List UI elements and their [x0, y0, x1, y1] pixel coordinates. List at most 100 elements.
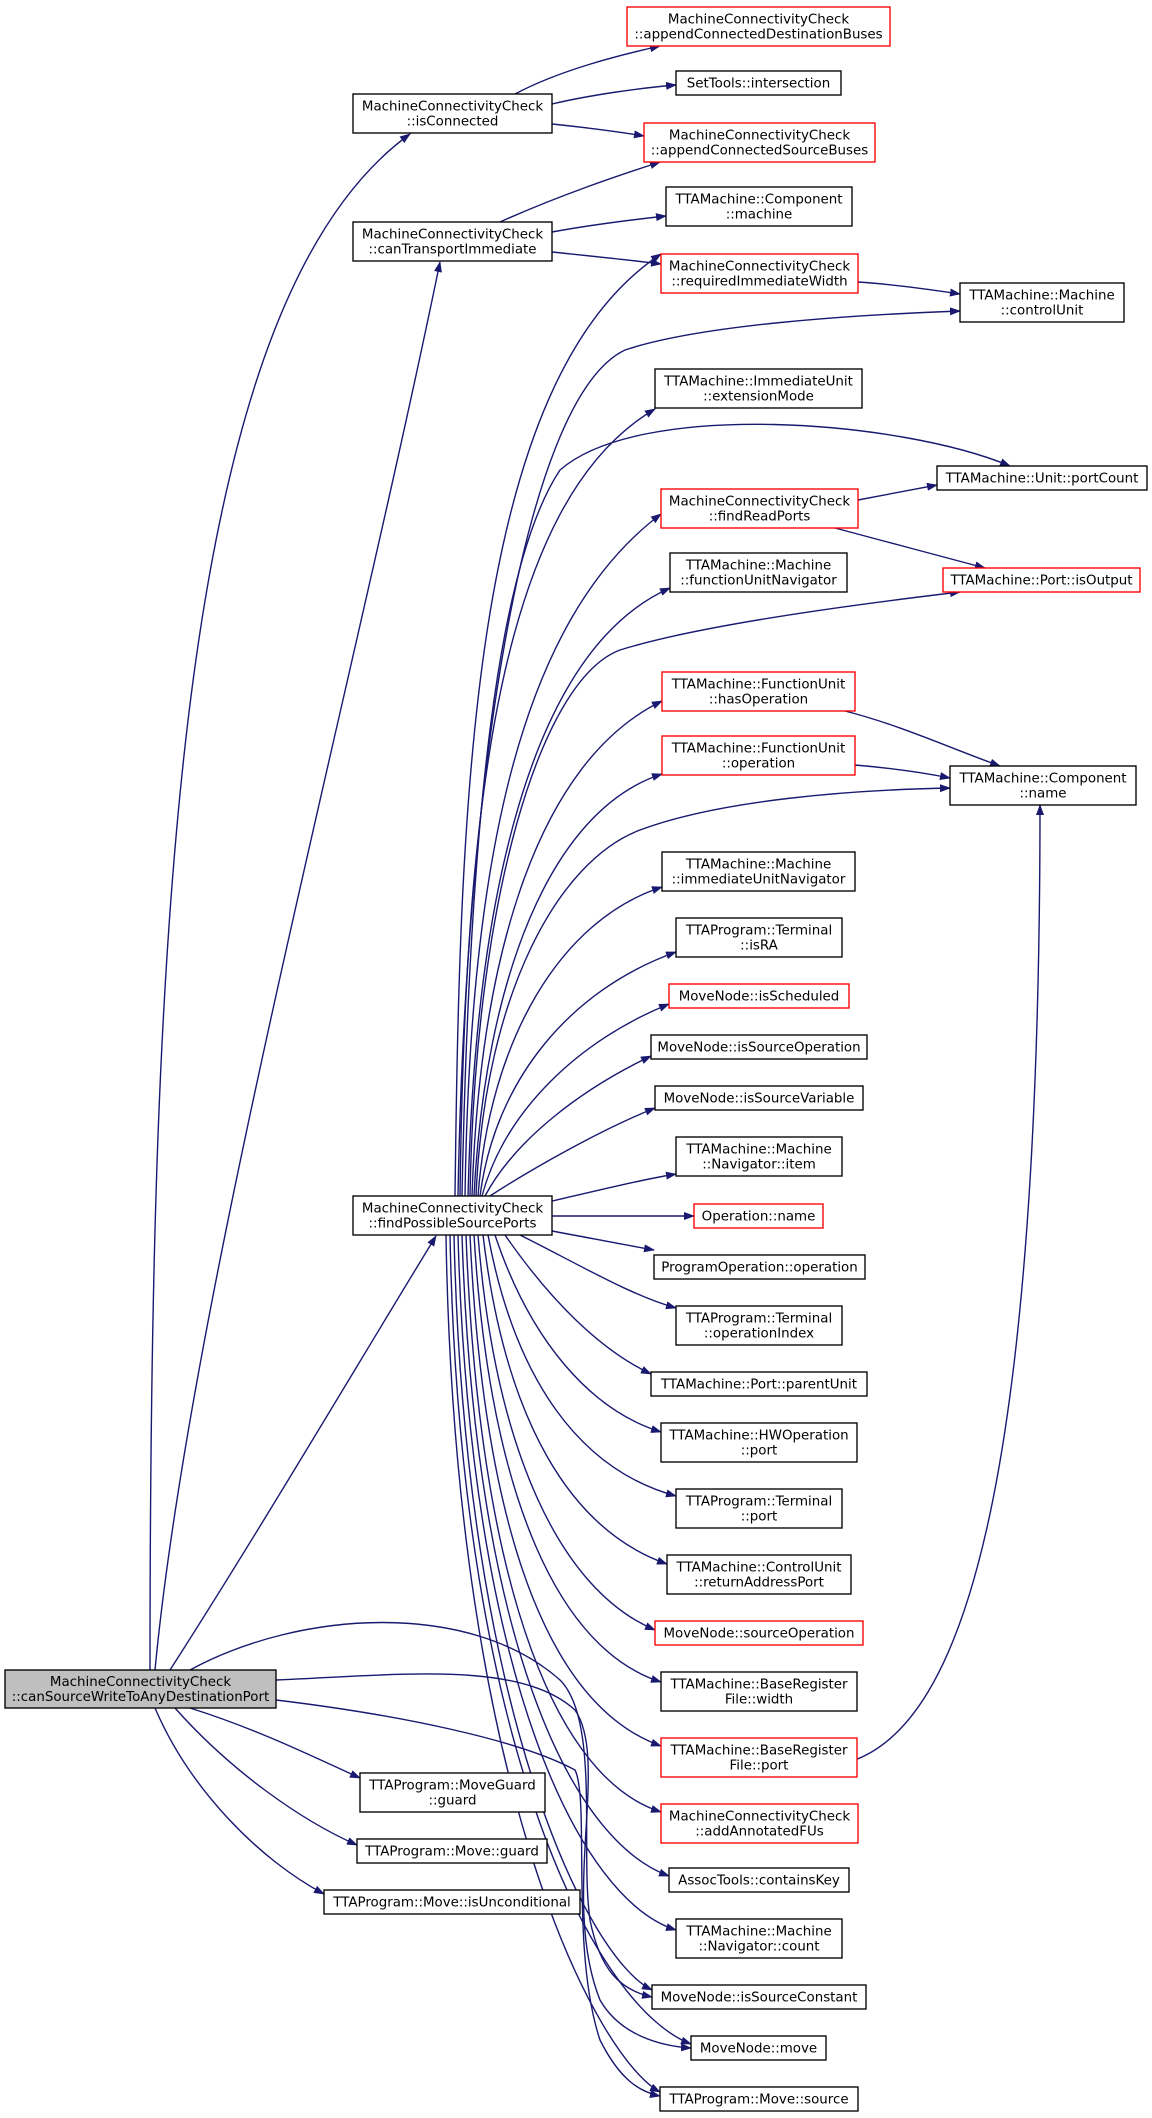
node-moveGuardShort[interactable]: TTAProgram::Move::guard	[356, 1838, 548, 1864]
node-label-line: TTAMachine::Unit::portCount	[945, 472, 1139, 487]
node-parentUnit[interactable]: TTAMachine::Port::parentUnit	[650, 1371, 868, 1397]
node-box	[660, 488, 859, 529]
node-box	[654, 1085, 864, 1111]
node-label-line: MoveNode::isSourceOperation	[657, 1041, 860, 1056]
node-programOperation[interactable]: ProgramOperation::operation	[653, 1254, 866, 1280]
node-returnAddressPort[interactable]: TTAMachine::ControlUnit::returnAddressPo…	[666, 1554, 852, 1595]
node-operationIndex[interactable]: TTAProgram::Terminal::operationIndex	[675, 1305, 843, 1346]
node-label-line: Operation::name	[702, 1210, 816, 1225]
node-addAnnotatedFUs[interactable]: MachineConnectivityCheck::addAnnotatedFU…	[660, 1803, 859, 1844]
edge-findPossibleSourcePorts-to-requiredImmediateWidth	[454, 253, 662, 1197]
edge-findPossibleSourcePorts-to-extensionMode	[459, 408, 656, 1197]
node-immediateUnitNavigator[interactable]: TTAMachine::Machine::immediateUnitNaviga…	[661, 851, 856, 892]
edge-fuOperation-to-componentName	[854, 764, 951, 780]
node-terminalPort[interactable]: TTAProgram::Terminal::port	[675, 1488, 843, 1529]
node-navigatorItem[interactable]: TTAMachine::Machine::Navigator::item	[675, 1136, 843, 1177]
node-findReadPorts[interactable]: MachineConnectivityCheck::findReadPorts	[660, 488, 859, 529]
node-box	[675, 1918, 843, 1959]
node-isRA[interactable]: TTAProgram::Terminal::isRA	[675, 917, 843, 958]
node-requiredImmediateWidth[interactable]: MachineConnectivityCheck::requiredImmedi…	[660, 253, 859, 294]
node-label-line: TTAMachine::Port::parentUnit	[660, 1378, 857, 1393]
edge-findPossibleSourcePorts-to-componentName	[475, 784, 951, 1197]
node-appendDest[interactable]: MachineConnectivityCheck::appendConnecte…	[626, 6, 891, 47]
node-label-line: TTAMachine::Machine	[685, 1925, 831, 1940]
node-label-line: TTAMachine::BaseRegister	[669, 1744, 848, 1759]
node-fuOperation[interactable]: TTAMachine::FunctionUnit::operation	[661, 735, 856, 776]
node-label-line: ::functionUnitNavigator	[680, 574, 837, 589]
edge-findPossibleSourcePorts-to-move	[449, 1234, 692, 2045]
node-box	[669, 552, 848, 593]
node-label-line: TTAMachine::Machine	[968, 289, 1114, 304]
node-isUnconditional[interactable]: TTAProgram::Move::isUnconditional	[323, 1889, 581, 1915]
node-label-line: MoveNode::sourceOperation	[664, 1627, 855, 1642]
node-label-line: ::port	[741, 1444, 777, 1459]
edge-findPossibleSourcePorts-to-operationIndex	[519, 1234, 677, 1310]
node-containsKey[interactable]: AssocTools::containsKey	[668, 1867, 850, 1893]
node-label-line: ::operation	[722, 757, 795, 772]
edge-root-to-moveGuardShort	[174, 1707, 358, 1846]
node-label-line: MoveNode::isSourceConstant	[661, 1991, 858, 2006]
node-label-line: ::guard	[429, 1794, 477, 1809]
node-canTransportImmediate[interactable]: MachineConnectivityCheck::canTransportIm…	[352, 221, 553, 262]
edge-root-to-findPossibleSourcePorts	[169, 1235, 437, 1671]
node-label-line: TTAProgram::Move::isUnconditional	[332, 1896, 571, 1911]
node-moveGuard[interactable]: TTAProgram::MoveGuard::guard	[359, 1772, 546, 1813]
node-componentName[interactable]: TTAMachine::Component::name	[949, 765, 1137, 806]
node-sourceOperation[interactable]: MoveNode::sourceOperation	[654, 1620, 864, 1646]
node-portCount[interactable]: TTAMachine::Unit::portCount	[936, 465, 1148, 491]
node-label-line: ::addAnnotatedFUs	[695, 1825, 824, 1840]
edge-findPossibleSourcePorts-to-addAnnotatedFUs	[465, 1234, 662, 1813]
node-label-line: ::canSourceWriteToAnyDestinationPort	[12, 1690, 269, 1705]
node-box	[666, 1554, 852, 1595]
node-componentMachine[interactable]: TTAMachine::Component::machine	[665, 186, 853, 227]
node-label-line: TTAMachine::Component	[958, 772, 1126, 787]
node-navigatorCount[interactable]: TTAMachine::Machine::Navigator::count	[675, 1918, 843, 1959]
node-appendSource[interactable]: MachineConnectivityCheck::appendConnecte…	[643, 122, 876, 163]
node-box	[675, 1488, 843, 1529]
node-label-line: MachineConnectivityCheck	[669, 495, 850, 510]
node-box	[653, 1254, 866, 1280]
node-isOutput[interactable]: TTAMachine::Port::isOutput	[942, 567, 1141, 593]
edge-root-to-moveGuard	[189, 1707, 361, 1779]
node-label-line: ::findReadPorts	[709, 510, 811, 525]
edge-requiredImmediateWidth-to-controlUnit	[857, 281, 961, 297]
node-isSourceConstant[interactable]: MoveNode::isSourceConstant	[651, 1984, 867, 2010]
node-box	[4, 1669, 277, 1709]
node-label-line: TTAProgram::Terminal	[685, 1495, 832, 1510]
edge-findPossibleSourcePorts-to-containsKey	[461, 1234, 670, 1877]
node-label-line: TTAMachine::FunctionUnit	[671, 678, 846, 693]
node-findPossibleSourcePorts[interactable]: MachineConnectivityCheck::findPossibleSo…	[352, 1195, 553, 1236]
node-label-line: File::port	[730, 1759, 789, 1774]
node-extensionMode[interactable]: TTAMachine::ImmediateUnit::extensionMode	[654, 368, 863, 409]
edge-findPossibleSourcePorts-to-terminalPort	[487, 1234, 677, 1498]
node-functionUnitNavigator[interactable]: TTAMachine::Machine::functionUnitNavigat…	[669, 552, 848, 593]
node-isConnected[interactable]: MachineConnectivityCheck::isConnected	[352, 93, 553, 134]
node-operationName[interactable]: Operation::name	[693, 1203, 824, 1229]
node-label-line: ::operationIndex	[704, 1327, 814, 1342]
node-isScheduled[interactable]: MoveNode::isScheduled	[668, 983, 850, 1009]
node-isSourceVariable[interactable]: MoveNode::isSourceVariable	[654, 1085, 864, 1111]
node-move[interactable]: MoveNode::move	[690, 2035, 827, 2061]
edge-root-to-canTransportImmediate	[154, 261, 442, 1671]
node-label-line: MoveNode::isScheduled	[679, 990, 840, 1005]
edge-isConnected-to-intersection	[551, 81, 677, 105]
node-box	[660, 1422, 858, 1463]
edge-findPossibleSourcePorts-to-rfPort	[469, 1234, 662, 1747]
edge-findPossibleSourcePorts-to-isRA	[479, 951, 677, 1197]
edge-canTransportImmediate-to-appendSource	[499, 161, 661, 223]
node-label-line: TTAProgram::Move::source	[668, 2093, 848, 2108]
node-hasOperation[interactable]: TTAMachine::FunctionUnit::hasOperation	[661, 671, 856, 712]
node-controlUnit[interactable]: TTAMachine::Machine::controlUnit	[959, 282, 1125, 323]
node-isSourceOperation[interactable]: MoveNode::isSourceOperation	[650, 1034, 868, 1060]
node-label-line: MachineConnectivityCheck	[669, 1810, 850, 1825]
node-label-line: ::Navigator::count	[698, 1940, 819, 1955]
node-label-line: ::machine	[726, 208, 793, 223]
node-moveSource[interactable]: TTAProgram::Move::source	[659, 2086, 859, 2112]
node-box	[675, 1305, 843, 1346]
node-label-line: ::returnAddressPort	[694, 1576, 824, 1591]
node-intersection[interactable]: SetTools::intersection	[675, 70, 842, 96]
node-hwOperationPort[interactable]: TTAMachine::HWOperation::port	[660, 1422, 858, 1463]
